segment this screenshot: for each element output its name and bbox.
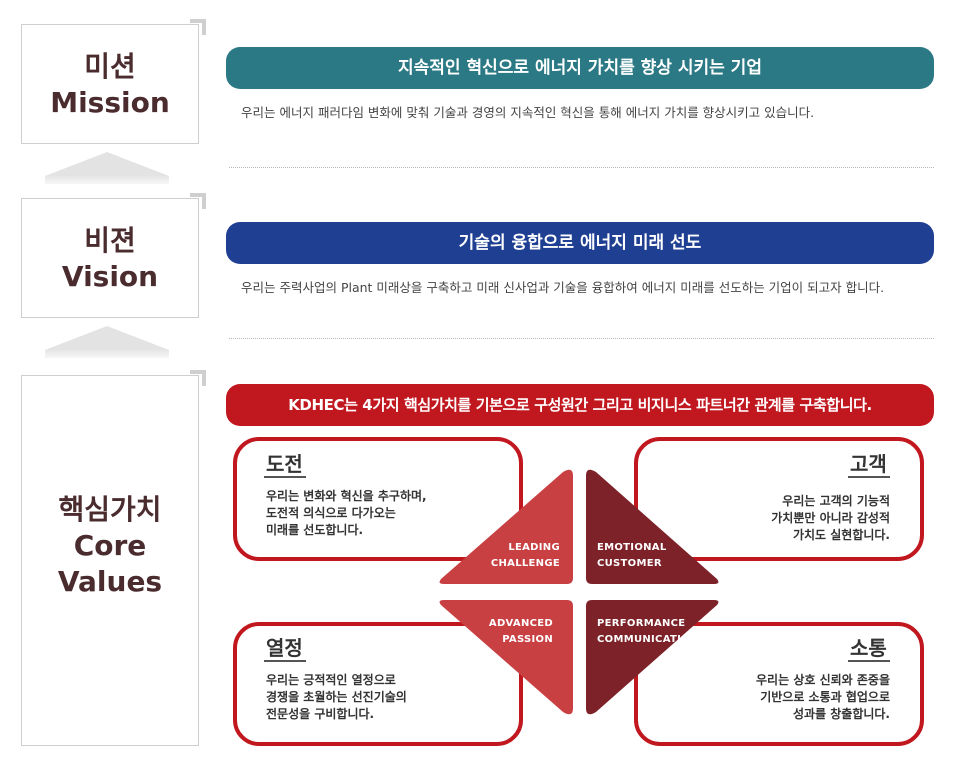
challenge-title: 도전 — [266, 452, 303, 476]
customer-label: EMOTIONAL CUSTOMER — [597, 542, 667, 569]
core-values-label-en-1: Core — [73, 529, 147, 562]
box-corner-decoration — [190, 370, 206, 386]
title-underline — [264, 476, 306, 478]
title-underline — [848, 476, 890, 478]
vision-headline: 기술의 융합으로 에너지 미래 선도 — [226, 222, 934, 264]
box-corner-decoration — [190, 19, 206, 35]
customer-title: 고객 — [850, 452, 887, 476]
mission-label-ko: 미션 — [84, 50, 136, 83]
core-values-headline: KDHEC는 4가지 핵심가치를 기본으로 구성원간 그리고 비지니스 파트너간… — [226, 384, 934, 426]
mission-box: 미션 Mission — [21, 19, 206, 144]
mission-label-en: Mission — [50, 86, 170, 119]
core-values-label-en-2: Values — [57, 565, 163, 598]
communication-text: 우리는 상호 신뢰와 존중을 기반으로 소통과 협업으로 성과를 창출합니다. — [756, 673, 890, 721]
up-arrow-stem — [45, 176, 169, 184]
communication-label: PERFORMANCE COMMUNICATION — [597, 618, 699, 645]
passion-label: ADVANCED PASSION — [488, 618, 553, 645]
vision-label-ko: 비젼 — [84, 224, 136, 257]
vision-box: 비젼 Vision — [21, 193, 206, 318]
mission-headline: 지속적인 혁신으로 에너지 가치를 향상 시키는 기업 — [226, 47, 934, 89]
core-values-box: 핵심가치 Core Values — [21, 370, 206, 746]
title-underline — [848, 660, 890, 662]
up-arrow-stem — [45, 350, 169, 358]
passion-text: 우리는 긍적적인 열정으로 경쟁을 초월하는 선진기술의 전문성을 구비합니다. — [266, 673, 407, 721]
mission-description: 우리는 에너지 패러다임 변화에 맞춰 기술과 경영의 지속적인 혁신을 통해 … — [241, 105, 815, 120]
communication-title: 소통 — [850, 636, 887, 660]
divider — [229, 167, 934, 168]
challenge-label: LEADING CHALLENGE — [490, 542, 560, 569]
divider — [229, 338, 934, 339]
core-values-label-ko: 핵심가치 — [58, 493, 162, 526]
customer-text: 우리는 고객의 기능적 가치뿐만 아니라 감성적 가치도 실현합니다. — [771, 494, 890, 542]
box-corner-decoration — [190, 193, 206, 209]
vision-label-en: Vision — [61, 260, 159, 293]
up-arrow-icon — [45, 152, 169, 176]
up-arrow-icon — [45, 326, 169, 350]
passion-title: 열정 — [266, 636, 303, 660]
vision-description: 우리는 주력사업의 Plant 미래상을 구축하고 미래 신사업과 기술을 융합… — [241, 280, 885, 295]
challenge-text: 우리는 변화와 혁신을 추구하며, 도전적 의식으로 다가오는 미래를 선도합니… — [266, 489, 427, 537]
title-underline — [264, 660, 306, 662]
